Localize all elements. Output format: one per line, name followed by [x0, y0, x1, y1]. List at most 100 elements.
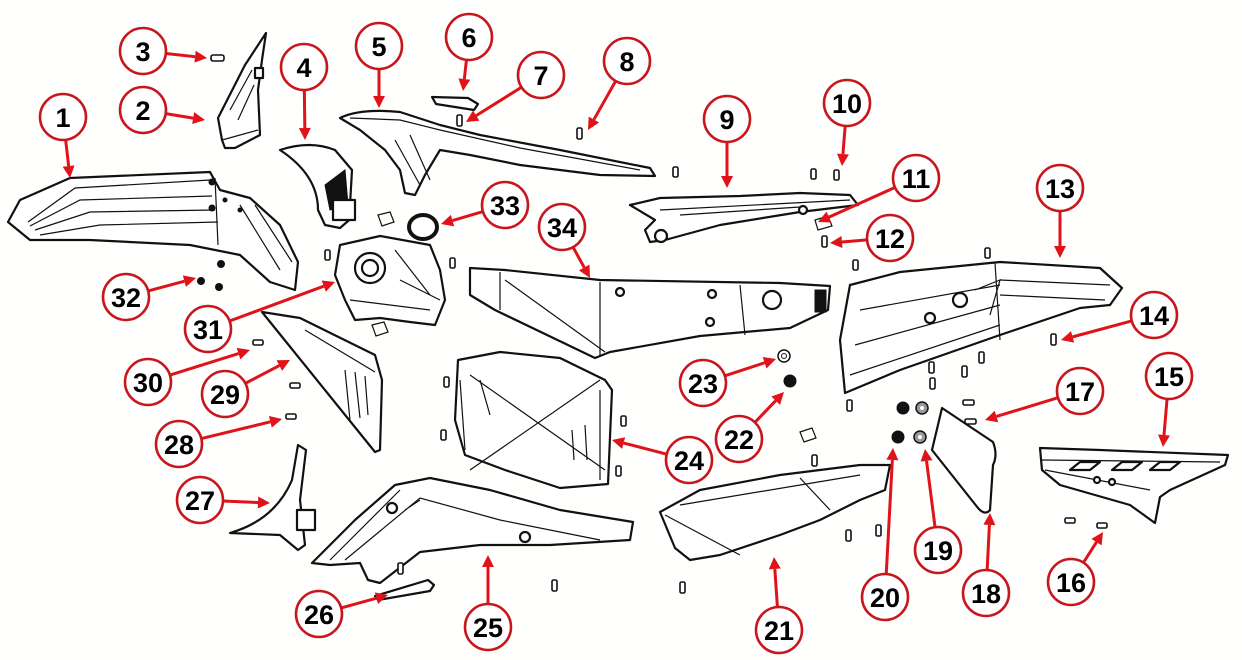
side-cover-left-part	[310, 476, 635, 585]
headlight-lens-part	[216, 31, 268, 150]
callout-number: 9	[719, 105, 734, 135]
callout-circle	[123, 357, 173, 407]
callout-number: 3	[135, 37, 150, 67]
callout-number: 29	[210, 380, 240, 410]
callout-side-panel: 29	[200, 369, 250, 419]
arrow-head-icon	[1091, 532, 1103, 546]
leader-line-34	[571, 246, 586, 269]
leader-line-28	[200, 420, 271, 441]
arrow-head-icon	[236, 347, 250, 360]
callout-circle	[354, 21, 404, 71]
screw-part-29	[289, 382, 301, 389]
screw-part-14	[1050, 333, 1057, 346]
arrow-head-icon	[482, 555, 494, 567]
callout-number: 22	[724, 425, 754, 455]
arrow-head-icon	[194, 50, 207, 63]
callout-screw: 30	[123, 357, 173, 407]
screw-part-30	[252, 339, 264, 346]
callout-number: 25	[473, 613, 503, 643]
leader-line-14	[1072, 319, 1133, 339]
callout-number: 24	[674, 446, 704, 476]
fuel-tank-cover-part	[338, 109, 657, 197]
callout-number: 1	[55, 103, 70, 133]
screw-part-7	[456, 114, 463, 127]
callout-screw: 17	[1055, 366, 1105, 416]
callout-circle	[1046, 557, 1096, 607]
screw-part-3	[210, 54, 225, 62]
arrow-head-icon	[886, 448, 899, 461]
arrow-head-icon	[771, 392, 784, 405]
arrow-head-icon	[768, 557, 781, 570]
arrow-head-icon	[830, 236, 843, 248]
callout-trim-strip: 26	[294, 589, 344, 639]
screw-part-24c	[620, 415, 627, 427]
leader-line-31	[229, 284, 325, 323]
callout-number: 13	[1045, 174, 1075, 204]
leader-line-3	[165, 52, 196, 59]
callout-screw: 7	[516, 50, 566, 100]
clip-nut-part-b	[371, 321, 389, 337]
arrow-head-icon	[762, 357, 776, 369]
leader-line-16	[1082, 541, 1098, 564]
o-ring-part	[407, 213, 439, 241]
leader-line-23	[724, 361, 766, 378]
callout-circle	[961, 568, 1011, 618]
callout-screw: 28	[154, 419, 204, 469]
screw-part-31b	[449, 257, 456, 269]
callout-circle	[279, 42, 329, 92]
callout-number: 32	[111, 283, 141, 313]
front-fender-part	[6, 170, 300, 292]
screw-part-21d	[679, 581, 686, 594]
callout-license-plate-mount: 18	[961, 568, 1011, 618]
callout-circle	[860, 572, 910, 622]
callout-circle	[602, 36, 652, 86]
callout-number: 14	[1139, 301, 1169, 331]
callout-screw: 8	[602, 36, 652, 86]
leader-line-6	[462, 59, 468, 80]
screw-part-13f	[929, 377, 936, 390]
leader-line-15	[1162, 398, 1169, 436]
callout-clip-nut: 11	[891, 153, 941, 203]
arrow-head-icon	[466, 110, 480, 122]
callout-circle	[1129, 290, 1179, 340]
callout-number: 4	[296, 53, 311, 83]
callout-tank-cap-trim: 6	[444, 12, 494, 62]
screw-part-9b	[810, 168, 817, 180]
leader-line-19	[925, 460, 937, 528]
screw-part-28	[285, 413, 297, 420]
callout-number: 27	[185, 486, 215, 516]
callout-washer: 23	[678, 358, 728, 408]
leader-line-8	[592, 80, 617, 121]
washer-part-23	[777, 349, 791, 363]
screw-part-13e	[978, 351, 985, 364]
callout-number: 23	[688, 369, 718, 399]
arrow-head-icon	[612, 437, 626, 449]
callout-skid-plate: 24	[664, 435, 714, 485]
screw-part-21b	[845, 529, 852, 542]
callout-rear-fender: 13	[1035, 163, 1085, 213]
callout-circle	[865, 213, 915, 263]
callout-circle	[200, 369, 250, 419]
callout-headlight-lens: 2	[118, 85, 168, 135]
callout-circle	[1055, 366, 1105, 416]
arrow-head-icon	[441, 214, 455, 227]
callout-o-ring: 33	[480, 180, 530, 230]
callout-rubber-grommet: 32	[101, 272, 151, 322]
callout-number: 26	[304, 600, 334, 630]
callout-number: 11	[902, 164, 931, 194]
screw-part-24a	[443, 376, 450, 388]
callout-circle	[678, 358, 728, 408]
callout-circle	[183, 304, 233, 354]
arrow-head-icon	[983, 513, 996, 526]
leader-line-30	[169, 352, 239, 377]
callout-number: 34	[547, 213, 577, 243]
callout-number: 18	[971, 579, 1001, 609]
callout-circle	[537, 202, 587, 252]
callout-screw: 10	[822, 78, 872, 128]
callout-circle	[822, 78, 872, 128]
arrow-head-icon	[920, 449, 933, 462]
callout-chain-guard: 15	[1144, 351, 1194, 401]
callout-screw: 3	[118, 26, 168, 76]
callout-side-cover-right: 21	[754, 605, 804, 655]
